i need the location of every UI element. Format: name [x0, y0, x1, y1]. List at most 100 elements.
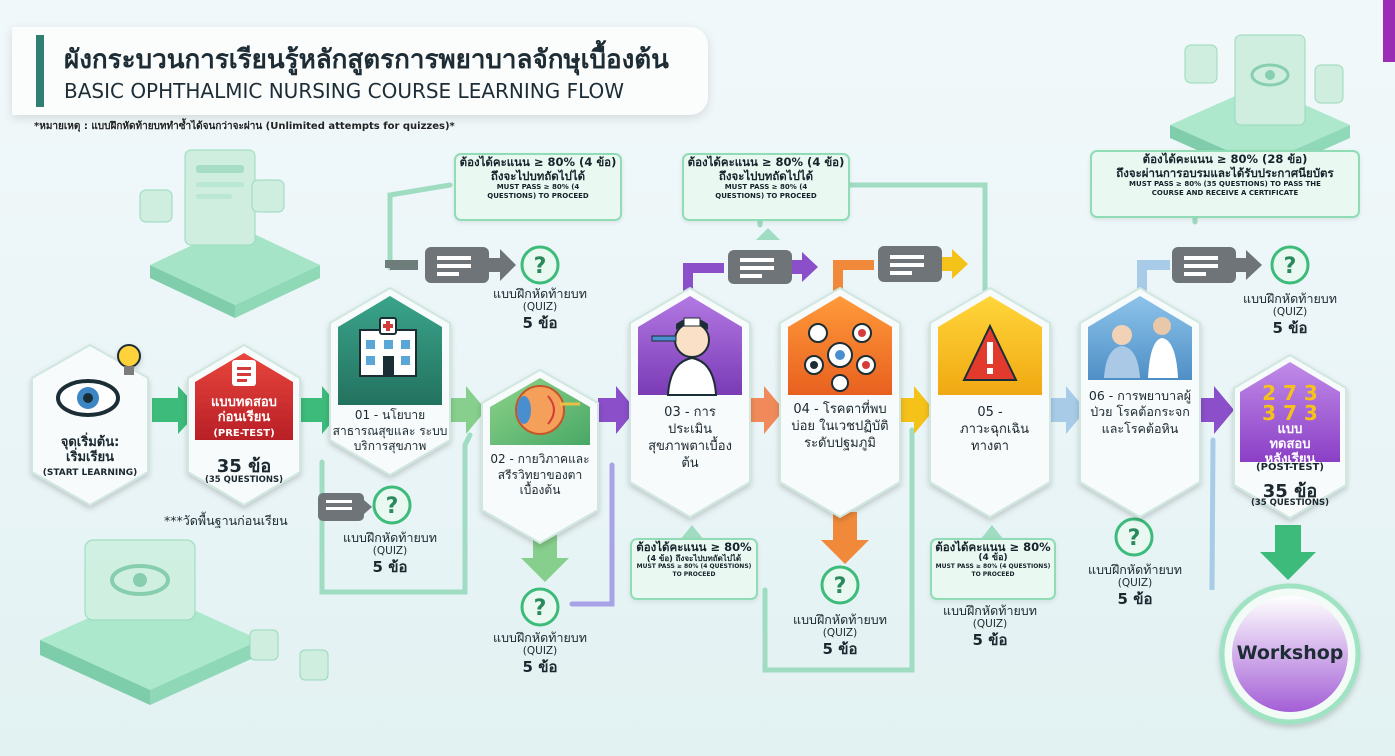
quiz-label-06: แบบฝึกหัดท้ายบท (QUIZ) 5 ข้อ [1070, 562, 1200, 609]
pretest-note: ***วัดพื้นฐานก่อนเรียน [164, 513, 288, 528]
header-card: ผังกระบวนการเรียนรู้หลักสูตรการพยาบาลจัก… [12, 27, 708, 115]
rule-box-04: ต้องได้คะแนน ≥ 80% (4 ข้อ) MUST PASS ≥ 8… [930, 538, 1056, 600]
rule-text: ถึงจะไปบทถัดไปได้ [490, 169, 586, 183]
svg-text:?: ? [1128, 526, 1141, 551]
posttest-title: แบบทดสอบ หลังเรียน [1264, 422, 1316, 467]
posttest-count-en: (35 QUESTIONS) [1250, 498, 1330, 508]
workshop-label: Workshop [1236, 642, 1344, 664]
pretest-count: 35 ข้อ [216, 456, 272, 477]
numbers-icon: 2 7 3 [1262, 381, 1318, 405]
rule-box-03: ต้องได้คะแนน ≥ 80% (4 ข้อ) ถึงจะไปบทถัดไ… [682, 153, 850, 221]
quiz-label-pre: แบบฝึกหัดท้ายบท (QUIZ) 5 ข้อ [325, 530, 455, 577]
rule-text: ต้องได้คะแนน ≥ 80% [636, 540, 752, 554]
quiz-label-th: แบบฝึกหัดท้ายบท [943, 603, 1037, 618]
module-03-node [629, 286, 751, 519]
start-node [31, 343, 149, 507]
quiz-label-en: (QUIZ) [1117, 577, 1153, 589]
quiz-paths [318, 246, 1262, 521]
posttest-node: 2 7 3 3 7 3 [1233, 353, 1347, 520]
svg-text:?: ? [1284, 254, 1297, 279]
pretest-node [187, 343, 301, 507]
quiz-label-th: แบบฝึกหัดท้ายบท [343, 530, 437, 545]
quiz-label-en: (QUIZ) [1272, 306, 1308, 318]
rule-text-en: MUST PASS ≥ 80% (4 QUESTIONS) TO PROCEED [487, 183, 589, 200]
rule-text-en: MUST PASS ≥ 80% (4 QUESTIONS) TO PROCEED [715, 183, 817, 200]
quiz-icons: ? ? ? ? ? ? [372, 245, 1310, 627]
quiz-label-01: แบบฝึกหัดท้ายบท (QUIZ) 5 ข้อ [475, 286, 605, 333]
rule-box-02: ต้องได้คะแนน ≥ 80% (4 ข้อ) ถึงจะไปบทถัดไ… [630, 538, 758, 600]
quiz-count: 5 ข้อ [972, 631, 1008, 649]
rule-box-01: ต้องได้คะแนน ≥ 80% (4 ข้อ) ถึงจะไปบทถัดไ… [454, 153, 622, 221]
rule-text: ต้องได้คะแนน ≥ 80% (4 ข้อ) [459, 155, 617, 169]
module-02-node [481, 368, 599, 545]
quiz-label-en: (QUIZ) [522, 645, 558, 657]
quiz-label-en: (QUIZ) [372, 545, 408, 557]
quiz-label-th: แบบฝึกหัดท้ายบท [1243, 291, 1337, 306]
quiz-count: 5 ข้อ [522, 314, 558, 332]
warning-icon [962, 323, 1018, 381]
quiz-label-en: (QUIZ) [822, 627, 858, 639]
question-icon: ? [1270, 245, 1310, 285]
module-04-label: 04 - โรคตาที่พบบ่อย ในเวชปฏิบัติ ระดับปฐ… [791, 402, 889, 451]
module-06-label: 06 - การพยาบาลผู้ป่วย โรคต้อกระจก และโรค… [1088, 388, 1192, 436]
rule-text: ต้องได้คะแนน ≥ 80% (28 ข้อ) [1142, 152, 1308, 166]
start-label-th: จุดเริ่มต้น: เริ่มเรียน [60, 435, 120, 465]
corner-accent [1383, 0, 1395, 62]
quiz-label-final: แบบฝึกหัดท้ายบท (QUIZ) 5 ข้อ [1225, 291, 1355, 338]
page-title-th: ผังกระบวนการเรียนรู้หลักสูตรการพยาบาลจัก… [64, 45, 669, 75]
decor-platform-right-top [1170, 34, 1350, 178]
page-title-en: BASIC OPHTHALMIC NURSING COURSE LEARNING… [64, 79, 625, 103]
module-01-node [329, 286, 451, 477]
quiz-label-th: แบบฝึกหัดท้ายบท [793, 612, 887, 627]
decor-platform-left-top [139, 149, 320, 318]
module-03-label: 03 - การประเมิน สุขภาพตาเบื้องต้น [648, 405, 732, 471]
hospital-icon [359, 317, 417, 377]
quiz-label-th: แบบฝึกหัดท้ายบท [493, 286, 587, 301]
question-icon: ? [372, 485, 412, 525]
pretest-title-en: (PRE-TEST) [213, 428, 275, 439]
quiz-label-04: แบบฝึกหัดท้ายบท (QUIZ) 5 ข้อ [775, 612, 905, 659]
rule-text-en: MUST PASS ≥ 80% (4 QUESTIONS) TO PROCEED [935, 563, 1051, 578]
svg-text:?: ? [386, 494, 399, 519]
posttest-title-en: (POST-TEST) [1256, 462, 1324, 473]
rule-text-en: MUST PASS ≥ 80% (35 QUESTIONS) TO PASS T… [1129, 180, 1321, 197]
rule-text: ต้องได้คะแนน ≥ 80% (4 ข้อ) [687, 155, 845, 169]
rule-text: ถึงจะไปบทถัดไปได้ [718, 169, 814, 183]
quiz-label-en: (QUIZ) [972, 618, 1008, 630]
module-02-label: 02 - กายวิภาคและ สรีรวิทยาของตาเบื้องต้น [490, 452, 590, 498]
quiz-label-en: (QUIZ) [522, 301, 558, 313]
quiz-label-05: แบบฝึกหัดท้ายบท (QUIZ) 5 ข้อ [925, 603, 1055, 650]
numbers-icon-2: 3 7 3 [1262, 401, 1318, 425]
rule-text: ถึงจะผ่านการอบรมและได้รับประกาศนียบัตร [1116, 166, 1334, 180]
decor-platform-left-bottom [40, 539, 329, 705]
quiz-count: 5 ข้อ [1272, 319, 1308, 337]
pretest-title: แบบทดสอบ ก่อนเรียน [211, 395, 277, 425]
svg-text:?: ? [534, 596, 547, 621]
question-icon: ? [1114, 517, 1154, 557]
svg-text:?: ? [834, 574, 847, 599]
quiz-count: 5 ข้อ [1117, 590, 1153, 608]
posttest-count: 35 ข้อ [1262, 481, 1318, 502]
rule-text: (4 ข้อ) [978, 553, 1008, 563]
quiz-count: 5 ข้อ [522, 658, 558, 676]
patient-care-icon [1104, 317, 1178, 378]
question-icon: ? [520, 587, 560, 627]
quiz-label-th: แบบฝึกหัดท้ายบท [493, 630, 587, 645]
header-accent-bar [36, 35, 44, 107]
rule-text: ต้องได้คะแนน ≥ 80% [935, 540, 1051, 554]
question-icon: ? [820, 565, 860, 605]
module-01-label: 01 - นโยบาย สาธารณสุขและ ระบบบริการสุขภา… [332, 408, 448, 454]
eye-diseases-icon [804, 323, 876, 392]
module-05-node [929, 286, 1051, 519]
rule-box-final: ต้องได้คะแนน ≥ 80% (28 ข้อ) ถึงจะผ่านการ… [1090, 150, 1360, 218]
question-icon: ? [520, 245, 560, 285]
module-05-label: 05 - ภาวะฉุกเฉิน ทางตา [960, 405, 1030, 454]
rule-text: (4 ข้อ) ถึงจะไปบทถัดไปได้ [646, 554, 742, 563]
workshop-node [1219, 583, 1361, 725]
nurse-icon [651, 317, 718, 396]
svg-text:?: ? [534, 254, 547, 279]
start-label-en: (START LEARNING) [42, 467, 138, 478]
pretest-count-en: (35 QUESTIONS) [204, 475, 284, 485]
start-label: จุดเริ่มต้น: เริ่มเรียน (START LEARNING) [32, 435, 148, 478]
